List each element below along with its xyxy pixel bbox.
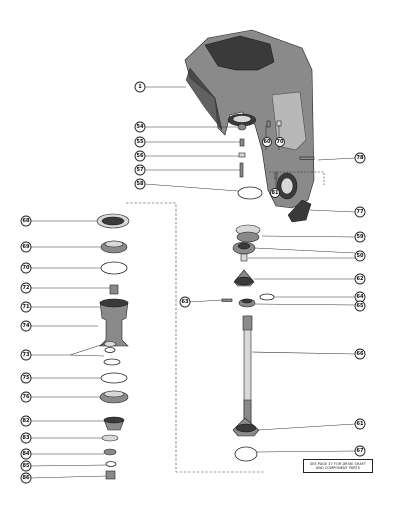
svg-text:78: 78 (357, 155, 364, 161)
svg-text:75: 75 (23, 375, 30, 381)
svg-text:83: 83 (23, 435, 30, 441)
bracket-77 (287, 199, 312, 223)
svg-text:70: 70 (23, 265, 30, 271)
callout-62: 62 (354, 273, 366, 285)
svg-text:68: 68 (23, 218, 30, 224)
callout-82: 82 (20, 415, 32, 427)
svg-text:60: 60 (264, 139, 271, 145)
callout-54: 54 (134, 121, 146, 133)
svg-text:56: 56 (137, 153, 144, 159)
left-column-parts (96, 213, 130, 480)
callout-81: 81 (270, 188, 280, 198)
callout-68: 68 (20, 215, 32, 227)
callout-71: 71 (20, 301, 32, 313)
svg-text:81: 81 (272, 190, 279, 196)
callout-65: 65 (354, 300, 366, 312)
upper-column-parts (237, 123, 263, 200)
svg-text:74: 74 (23, 323, 30, 329)
svg-text:82: 82 (23, 418, 30, 424)
callout-66: 66 (354, 348, 366, 360)
callout-63: 63 (179, 296, 191, 308)
svg-text:55: 55 (137, 139, 144, 145)
svg-text:50: 50 (357, 253, 364, 259)
callout-73: 73 (20, 349, 32, 361)
callout-76: 76 (20, 391, 32, 403)
svg-text:67: 67 (357, 448, 364, 454)
svg-text:77: 77 (357, 209, 364, 215)
svg-text:85: 85 (23, 463, 30, 469)
svg-text:65: 65 (357, 303, 364, 309)
callout-70: 70 (275, 137, 285, 147)
svg-text:62: 62 (357, 276, 364, 282)
right-column-parts (221, 224, 275, 462)
svg-text:66: 66 (357, 351, 364, 357)
svg-text:57: 57 (137, 167, 144, 173)
svg-text:58: 58 (137, 181, 144, 187)
svg-text:63: 63 (182, 299, 189, 305)
svg-text:84: 84 (23, 451, 30, 457)
gear-housing (184, 29, 315, 209)
svg-text:76: 76 (23, 394, 30, 400)
svg-text:70: 70 (277, 139, 284, 145)
callout-50: 50 (354, 250, 366, 262)
reference-note-box: SEE PAGE 37 FOR DRIVE SHAFT AND COMPONEN… (303, 459, 373, 473)
callout-64: 64 (354, 291, 366, 303)
callout-83: 83 (20, 432, 32, 444)
svg-text:69: 69 (23, 244, 30, 250)
svg-text:64: 64 (357, 294, 364, 300)
svg-text:86: 86 (23, 475, 30, 481)
svg-text:61: 61 (357, 421, 364, 427)
callout-77: 77 (354, 206, 366, 218)
callout-57: 57 (134, 164, 146, 176)
callout-60: 60 (262, 137, 272, 147)
callout-housing: 1 (134, 81, 146, 93)
callout-59: 59 (354, 231, 366, 243)
callout-61: 61 (354, 418, 366, 430)
svg-text:59: 59 (357, 234, 364, 240)
svg-text:71: 71 (23, 304, 30, 310)
callout-72: 72 (20, 282, 32, 294)
reference-note-line-2: AND COMPONENT PARTS (316, 466, 360, 470)
callout-56: 56 (134, 150, 146, 162)
callout-70-left: 70 (20, 262, 32, 274)
svg-text:1: 1 (138, 84, 142, 90)
svg-text:73: 73 (23, 352, 30, 358)
callout-58: 58 (134, 178, 146, 190)
callout-86: 86 (20, 472, 32, 484)
callout-55: 55 (134, 136, 146, 148)
callout-78: 78 (354, 152, 366, 164)
callout-69: 69 (20, 241, 32, 253)
callout-84: 84 (20, 448, 32, 460)
callout-74: 74 (20, 320, 32, 332)
svg-text:54: 54 (137, 124, 144, 130)
reference-note-line-1: SEE PAGE 37 FOR DRIVE SHAFT (309, 461, 367, 466)
callout-67: 67 (354, 445, 366, 457)
callout-75: 75 (20, 372, 32, 384)
svg-text:72: 72 (23, 285, 30, 291)
screw-78 (299, 156, 315, 160)
callout-85: 85 (20, 460, 32, 472)
